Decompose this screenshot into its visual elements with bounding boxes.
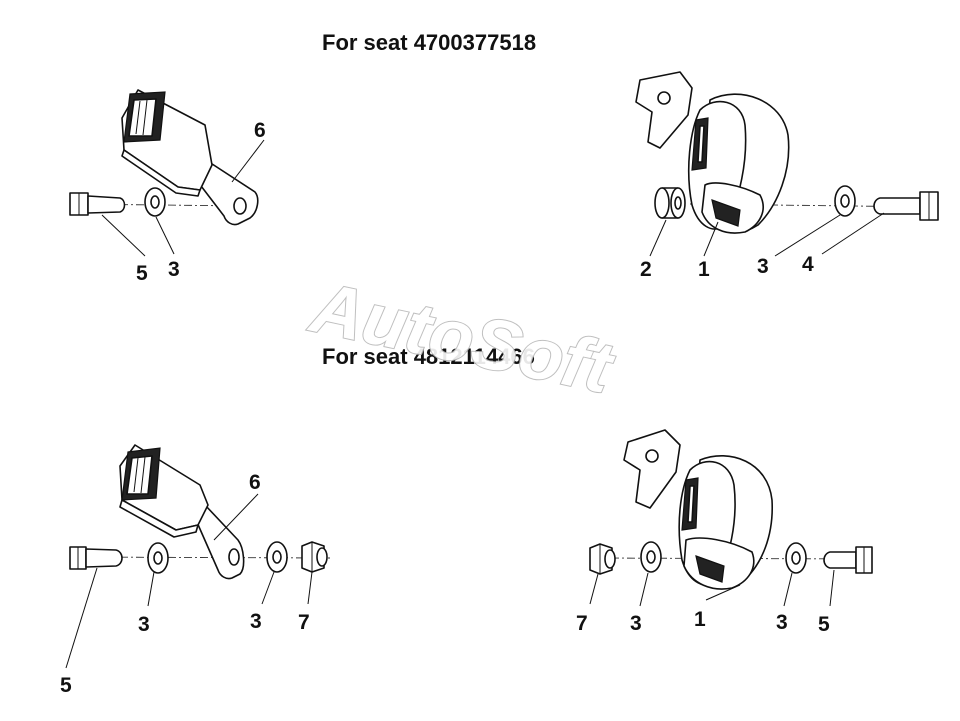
bolt (873, 191, 939, 221)
callout-7: 7 (298, 611, 310, 634)
callout-5: 5 (60, 674, 72, 697)
seat-belt-buckle (121, 89, 259, 226)
seat-belt-buckle (119, 444, 245, 580)
callout-3: 3 (250, 610, 262, 633)
callout-3: 3 (776, 611, 788, 634)
section-title-bottom: For seat 4812114466 (322, 344, 535, 369)
bolt (69, 192, 126, 216)
washer (834, 185, 856, 217)
spacer (654, 187, 686, 219)
callout-2: 2 (640, 258, 652, 281)
leader-line (231, 139, 265, 183)
callout-1: 1 (694, 608, 706, 631)
callout-7: 7 (576, 612, 588, 635)
bottom-right-assembly: 7 3 1 3 5 (576, 429, 873, 636)
washer (640, 541, 662, 573)
callout-6: 6 (249, 471, 261, 494)
bolt (823, 546, 873, 574)
washer (785, 542, 807, 574)
belt-retractor (635, 71, 790, 234)
section-title-top: For seat 4700377518 (322, 30, 536, 55)
bolt (69, 546, 123, 570)
callout-3: 3 (138, 613, 150, 636)
nut (589, 543, 616, 575)
nut (301, 541, 328, 573)
callout-6: 6 (254, 119, 266, 142)
washer (266, 541, 288, 573)
top-right-assembly: 2 1 3 4 (635, 71, 939, 281)
callout-1: 1 (698, 258, 710, 281)
top-left-assembly: 6 5 3 (69, 89, 266, 285)
washer (144, 187, 166, 217)
callout-5: 5 (136, 262, 148, 285)
callout-3: 3 (757, 255, 769, 278)
callout-3: 3 (168, 258, 180, 281)
callout-3: 3 (630, 612, 642, 635)
callout-5: 5 (818, 613, 830, 636)
belt-retractor (623, 429, 773, 590)
watermark: AutoSoft (303, 267, 622, 409)
bottom-left-assembly: 6 3 3 7 5 (60, 444, 331, 697)
callout-4: 4 (802, 253, 814, 276)
washer (147, 542, 169, 574)
